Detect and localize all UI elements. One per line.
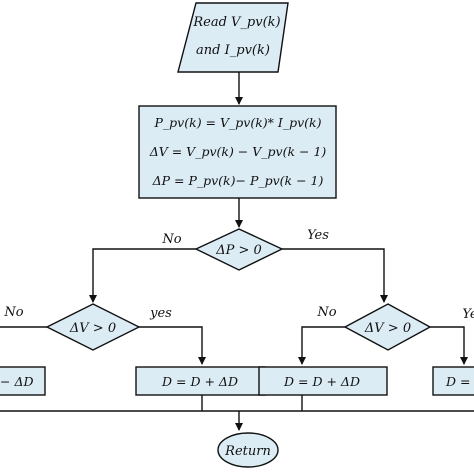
box-far-left-rect <box>0 366 46 396</box>
decision-dv-left: ΔV > 0 No yes <box>3 303 172 351</box>
decision-dp-label: ΔP > 0 <box>215 243 262 258</box>
arrow-dvr-no <box>298 326 345 365</box>
decision-dp: ΔP > 0 No Yes <box>161 228 329 271</box>
return-label: Return <box>224 444 271 459</box>
box-left: D = D + ΔD <box>135 366 266 396</box>
compute-node: P_pv(k) = V_pv(k)* I_pv(k) ΔV = V_pv(k) … <box>138 105 337 199</box>
arrow-dp-yes <box>282 248 388 303</box>
return-ellipse <box>217 432 279 468</box>
compute-line-2: ΔV = V_pv(k) − V_pv(k − 1) <box>149 144 327 159</box>
decision-dv-left-no-label: No <box>3 305 23 320</box>
decision-dv-right: ΔV > 0 No Ye <box>316 303 474 351</box>
decision-dv-left-label: ΔV > 0 <box>69 321 116 336</box>
compute-line-1: P_pv(k) = V_pv(k)* I_pv(k) <box>154 115 322 130</box>
input-parallelogram <box>177 2 289 73</box>
input-node: Read V_pv(k) and I_pv(k) <box>177 2 289 73</box>
box-left-label: D = D + ΔD <box>161 374 238 389</box>
arrow-dvr-yes <box>430 326 468 365</box>
decision-dp-yes-label: Yes <box>307 228 329 243</box>
input-line-2: and I_pv(k) <box>196 43 270 58</box>
box-left-rect <box>135 366 266 396</box>
return-terminal: Return <box>217 432 279 468</box>
decision-dv-right-diamond <box>343 303 432 351</box>
compute-box <box>138 105 337 199</box>
box-far-right-rect <box>432 366 474 396</box>
box-mid-right-label: D = D + ΔD <box>283 374 360 389</box>
connectors <box>0 72 474 431</box>
box-far-left: − ΔD <box>0 366 46 396</box>
decision-dp-diamond <box>194 228 284 271</box>
decision-dv-left-diamond <box>45 303 141 351</box>
box-far-left-label: − ΔD <box>0 374 34 389</box>
decision-dv-right-yes-label: Ye <box>462 307 474 322</box>
arrow-dp-no <box>89 248 196 303</box>
decision-dv-right-no-label: No <box>316 305 336 320</box>
box-far-right-label: D = <box>445 374 470 389</box>
decision-dv-left-yes-label: yes <box>149 306 172 321</box>
decision-dp-no-label: No <box>161 232 181 247</box>
box-mid-right-rect <box>258 366 388 396</box>
box-mid-right: D = D + ΔD <box>258 366 388 396</box>
input-line-1: Read V_pv(k) <box>192 15 280 30</box>
box-far-right: D = <box>432 366 474 396</box>
compute-line-3: ΔP = P_pv(k)− P_pv(k − 1) <box>152 173 324 188</box>
decision-dv-right-label: ΔV > 0 <box>364 321 411 336</box>
arrow-dvl-yes <box>139 326 206 365</box>
